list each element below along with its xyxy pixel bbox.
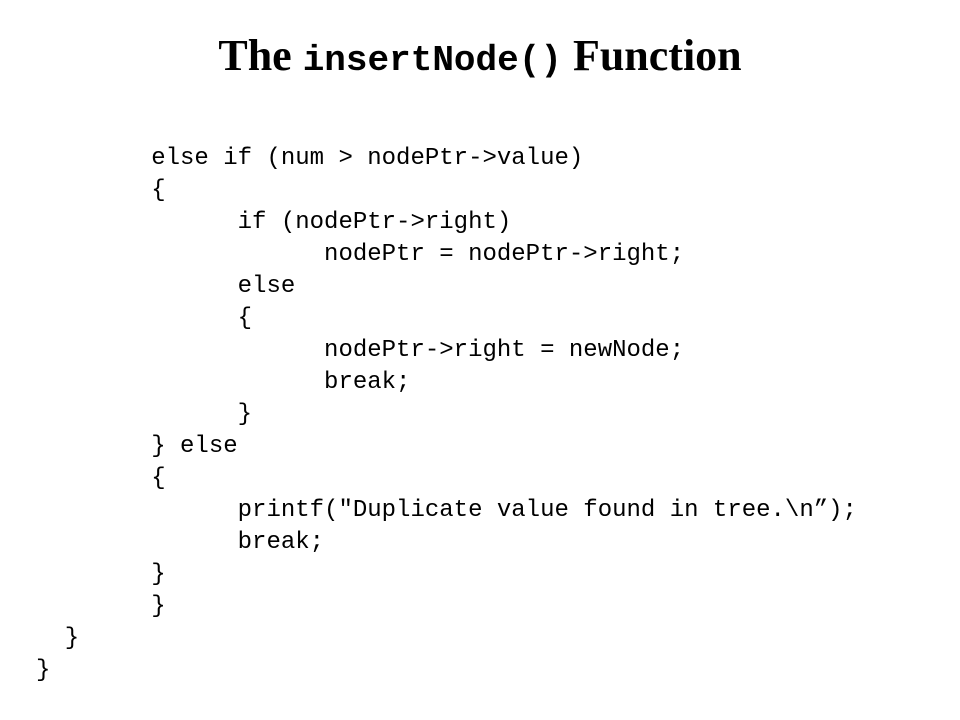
slide-title: The insertNode() Function — [0, 28, 960, 89]
code-line: nodePtr->right = newNode; — [36, 337, 685, 364]
code-line: } — [36, 401, 253, 428]
code-line: else if (num > nodePtr->value) — [36, 145, 584, 172]
code-line: nodePtr = nodePtr->right; — [36, 241, 685, 268]
code-line: break; — [36, 529, 325, 556]
code-line: } — [36, 593, 166, 620]
code-line: { — [36, 177, 166, 204]
title-prefix: The — [218, 31, 303, 80]
code-line: } — [36, 561, 166, 588]
code-line: } else — [36, 433, 238, 460]
title-function-name: insertNode() — [302, 40, 562, 81]
code-line: else — [36, 273, 296, 300]
code-line: if (nodePtr->right) — [36, 209, 512, 236]
code-block: else if (num > nodePtr->value) { if (nod… — [36, 143, 857, 687]
title-suffix: Function — [561, 31, 742, 80]
code-line: printf("Duplicate value found in tree.\n… — [36, 497, 857, 524]
code-line: } — [36, 625, 80, 652]
code-line: { — [36, 305, 253, 332]
code-line: break; — [36, 369, 411, 396]
code-line: } — [36, 657, 51, 684]
code-line: { — [36, 465, 166, 492]
